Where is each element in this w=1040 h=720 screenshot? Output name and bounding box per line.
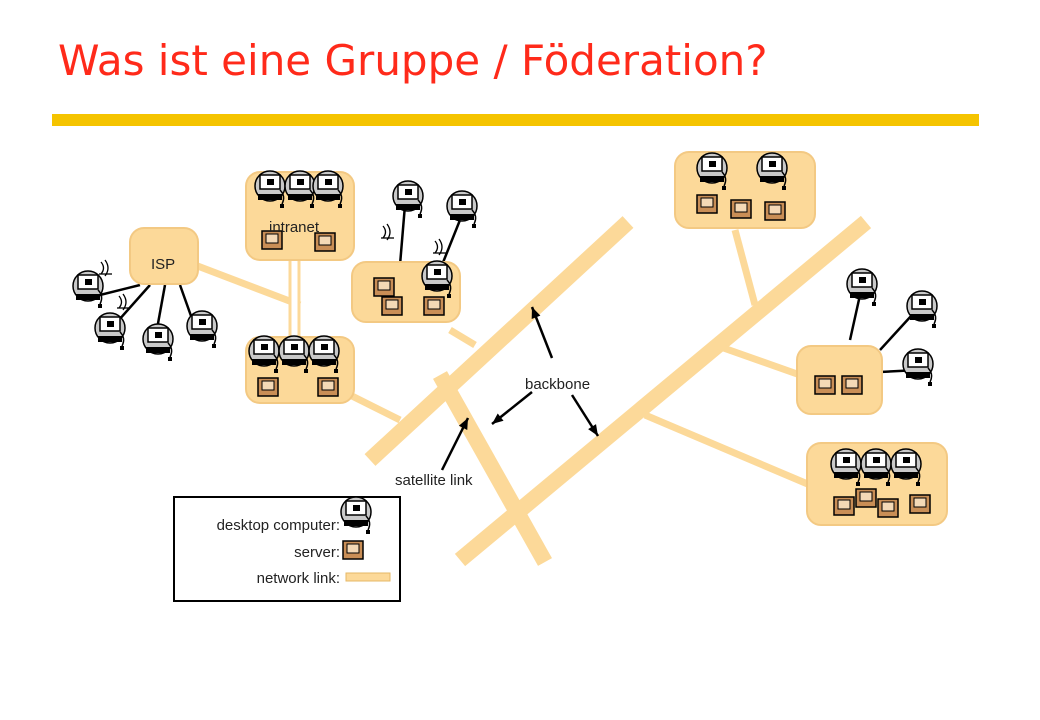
access-link-mid-cluster xyxy=(448,326,477,349)
annotation-arrows xyxy=(440,306,600,471)
backbone-segment-left xyxy=(364,216,634,466)
arrow-to-backbone-left-head xyxy=(531,307,541,319)
legend-server-label: server: xyxy=(294,544,340,561)
subnet-clouds xyxy=(129,151,948,526)
wireless-signal-icon xyxy=(117,293,130,311)
backbone-label: backbone xyxy=(525,376,590,393)
access-link-right xyxy=(713,341,802,379)
legend-network-link-label: network link: xyxy=(257,570,340,587)
wireless-arc xyxy=(118,295,123,309)
backbone-segment-right xyxy=(454,215,872,567)
cloud-isp xyxy=(129,227,199,285)
device-cable xyxy=(398,204,407,266)
wireless-arc xyxy=(382,225,387,239)
access-link-intranet xyxy=(348,391,402,424)
wireless-signal-icon xyxy=(433,238,446,256)
title-underline-bar xyxy=(52,114,979,126)
desktop-computer-icon xyxy=(142,323,174,362)
wireless-arc xyxy=(122,293,127,311)
server-icon xyxy=(373,277,395,297)
wireless-arc xyxy=(386,223,391,241)
access-link-isp xyxy=(193,261,302,309)
slide-title: Was ist eine Gruppe / Föderation? xyxy=(58,36,768,85)
desktop-computer-icon xyxy=(72,270,104,309)
server-icon xyxy=(696,194,718,214)
arrow-satellite-link-head xyxy=(458,418,468,430)
desktop-computer-icon xyxy=(446,190,478,229)
server-icon xyxy=(423,296,445,316)
arrow-to-backbone-right-head xyxy=(588,424,598,436)
network-links xyxy=(87,204,919,567)
legend-desktop-label: desktop computer: xyxy=(217,517,340,534)
wireless-arc xyxy=(434,240,439,254)
server-icon xyxy=(381,296,403,316)
desktop-computer-icon xyxy=(186,310,218,349)
intranet-label: intranet xyxy=(269,219,320,236)
device-cable xyxy=(848,294,862,341)
isp-label: ISP xyxy=(151,256,175,273)
network-devices xyxy=(72,152,938,518)
wireless-signal-icon xyxy=(381,223,394,241)
arrow-to-connector-head xyxy=(492,413,504,424)
desktop-computer-icon xyxy=(846,268,878,307)
server-icon xyxy=(764,201,786,221)
cloud-right xyxy=(796,345,883,415)
server-icon xyxy=(841,375,863,395)
server-icon xyxy=(909,494,931,514)
intranet-internal-link xyxy=(288,253,301,347)
server-icon xyxy=(855,488,877,508)
desktop-computer-icon xyxy=(902,348,934,387)
server-icon xyxy=(833,496,855,516)
legend: desktop computer: server: network link: xyxy=(173,496,401,602)
satellite-link-label: satellite link xyxy=(395,472,473,489)
server-icon xyxy=(877,498,899,518)
device-cable xyxy=(879,314,913,351)
server-icon xyxy=(814,375,836,395)
server-icon xyxy=(317,377,339,397)
network-link-icon xyxy=(345,572,391,582)
desktop-computer-icon xyxy=(906,290,938,329)
server-icon xyxy=(342,540,364,560)
wireless-arc xyxy=(104,259,109,277)
desktop-computer-icon xyxy=(392,180,424,219)
access-link-top-right xyxy=(731,229,759,306)
backbone-connector xyxy=(433,371,552,566)
server-icon xyxy=(730,199,752,219)
wireless-signal-icon xyxy=(99,259,112,277)
wireless-arc xyxy=(438,238,443,256)
wireless-arc xyxy=(100,261,105,275)
desktop-computer-icon xyxy=(94,312,126,351)
access-link-bottom-right xyxy=(643,411,812,489)
server-icon xyxy=(257,377,279,397)
